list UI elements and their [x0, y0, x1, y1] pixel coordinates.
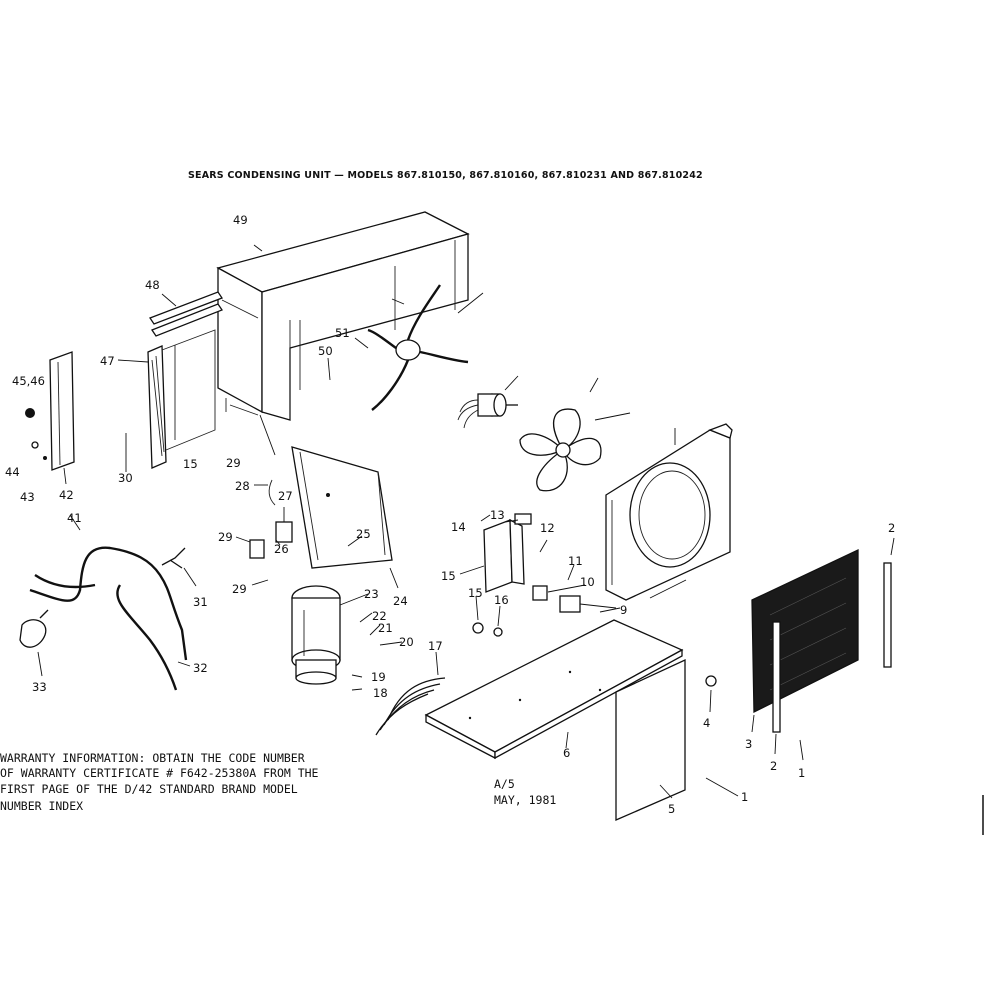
- callout-6: 6: [563, 746, 570, 760]
- fan-guard: [367, 284, 469, 411]
- condenser-grille: [751, 548, 859, 714]
- relay-7: [559, 595, 581, 613]
- callout-22: 23: [364, 587, 379, 601]
- refrigerant-tubing: [29, 546, 188, 691]
- page-reference: A/5: [494, 777, 515, 791]
- callout-14: 15: [468, 586, 483, 600]
- callout-32: 33: [32, 680, 47, 694]
- base-pan: [424, 619, 684, 760]
- callout-13: 15: [441, 569, 456, 583]
- warranty-line-3: FIRST PAGE OF THE D/42 STANDARD BRAND MO…: [0, 782, 298, 796]
- callout-21: 22: [372, 609, 387, 623]
- screw-35: [43, 456, 47, 460]
- callout-29-a: 30: [118, 471, 133, 485]
- callout-3: 3: [745, 737, 752, 751]
- side-strip: [772, 562, 892, 733]
- callout-33: 41: [67, 511, 82, 525]
- callout-29-c: 29: [232, 582, 247, 596]
- callout-2-b: 2: [770, 759, 777, 773]
- rail-parts: [149, 291, 223, 337]
- callout-38: 47: [100, 354, 115, 368]
- contactor-8: [532, 585, 548, 601]
- capacitor: [249, 479, 293, 559]
- callout-16: 17: [428, 639, 443, 653]
- warranty-line-1: WARRANTY INFORMATION: OBTAIN THE CODE NU…: [0, 751, 305, 765]
- lead-lines: [37, 244, 895, 799]
- callout-29-b: 29: [226, 456, 241, 470]
- callout-31: 32: [193, 661, 208, 675]
- washer-4: [705, 675, 717, 687]
- callout-11: 13: [490, 508, 505, 522]
- tube-fitting: [161, 547, 186, 569]
- callout-42: 51: [335, 326, 350, 340]
- callout-23: 24: [393, 594, 408, 608]
- callout-15-b: 16: [494, 593, 509, 607]
- callout-1-a: 1: [798, 766, 805, 780]
- callout-41: 50: [318, 344, 333, 358]
- callout-5: 5: [668, 802, 675, 816]
- grommet-14: [472, 622, 484, 634]
- side-bracket: [49, 351, 75, 471]
- callout-39: 48: [145, 278, 160, 292]
- callout-10: 12: [540, 521, 555, 535]
- grommet-37: [25, 408, 35, 418]
- callout-1-b: 1: [741, 790, 748, 804]
- callout-2-a: 2: [888, 521, 895, 535]
- issue-date: MAY, 1981: [494, 793, 556, 807]
- callout-19: 20: [399, 635, 414, 649]
- drain-coil: [19, 609, 49, 648]
- bushing-15: [493, 627, 503, 637]
- callout-24: 25: [356, 527, 371, 541]
- callout-26: 27: [278, 489, 293, 503]
- warranty-line-4: NUMBER INDEX: [0, 799, 83, 813]
- callout-28: 29: [218, 530, 233, 544]
- callout-35: 43: [20, 490, 35, 504]
- compressor: [291, 585, 341, 685]
- callout-20: 21: [378, 621, 393, 635]
- callout-30: 31: [193, 595, 208, 609]
- callout-12: 14: [451, 520, 466, 534]
- callout-4: 4: [703, 716, 710, 730]
- washer-36: [31, 441, 39, 449]
- callout-40: 49: [233, 213, 248, 227]
- callout-25: 26: [274, 542, 289, 556]
- front-panel: [615, 658, 686, 821]
- diagram-title: SEARS CONDENSING UNIT — MODELS 867.81015…: [188, 170, 703, 181]
- callout-17: 18: [373, 686, 388, 700]
- fan-panel: [605, 423, 733, 601]
- control-box: [483, 513, 532, 593]
- condenser-coil: [147, 329, 216, 469]
- callout-8: 10: [580, 575, 595, 589]
- warranty-info: WARRANTY INFORMATION: OBTAIN THE CODE NU…: [0, 751, 319, 813]
- callout-9: 11: [568, 554, 583, 568]
- callout-36: 44: [5, 465, 20, 479]
- fan-blade: [519, 408, 602, 492]
- callout-27: 28: [235, 479, 250, 493]
- callout-7: 9: [620, 603, 627, 617]
- callout-34: 42: [59, 488, 74, 502]
- fan-motor: [457, 393, 518, 429]
- callout-15-a: 15: [183, 457, 198, 471]
- callout-37: 45,46: [12, 374, 45, 388]
- cabinet-housing: [216, 211, 470, 421]
- wire-harness: [375, 677, 446, 736]
- baffle-panel: [291, 446, 393, 569]
- warranty-line-2: OF WARRANTY CERTIFICATE # F642-25380A FR…: [0, 766, 319, 780]
- callout-labels: 49 48 51 50 47 45,46 44 43 42 30 15 29 2…: [5, 213, 895, 816]
- callout-18: 19: [371, 670, 386, 684]
